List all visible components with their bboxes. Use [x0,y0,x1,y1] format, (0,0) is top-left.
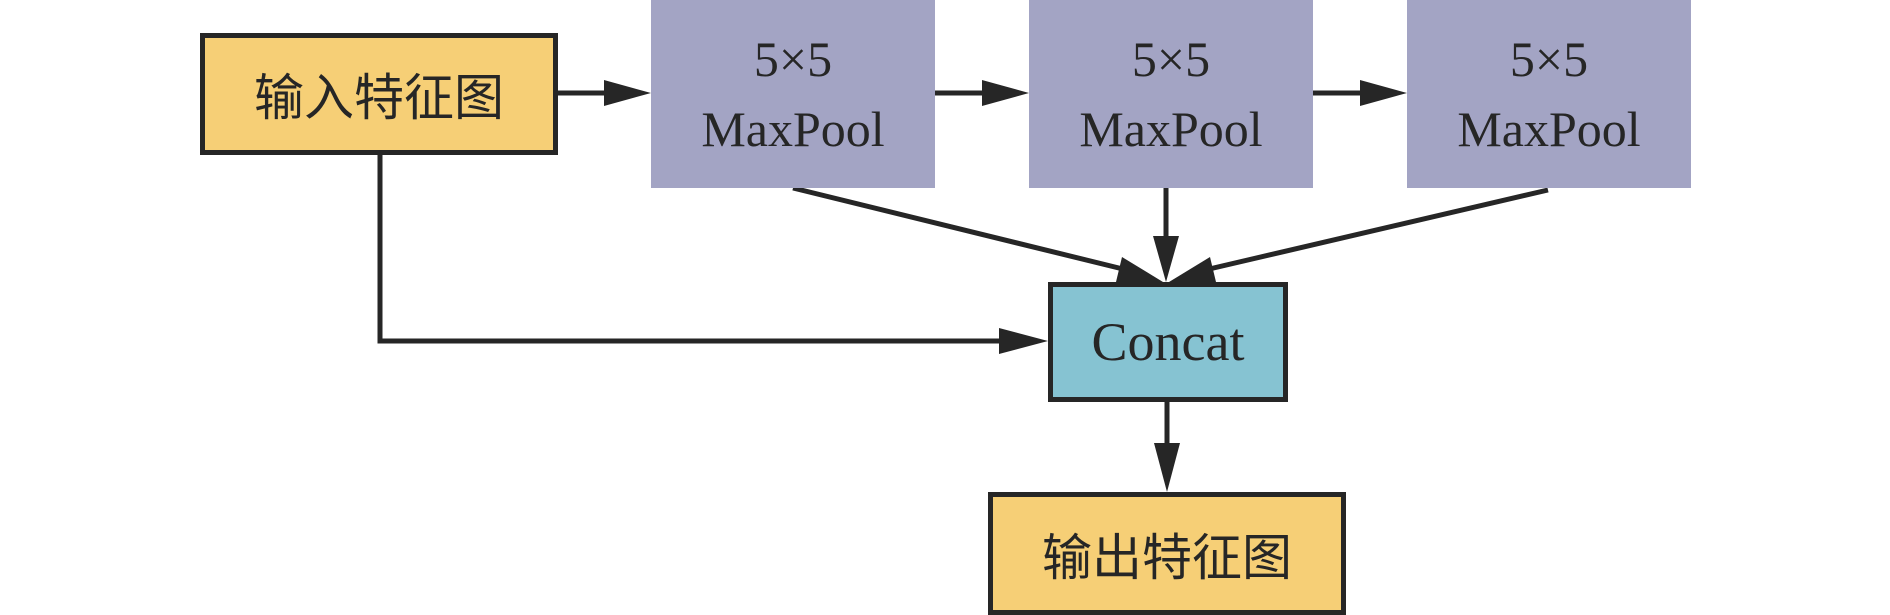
arrowhead-pool2-to-pool3 [1360,80,1407,106]
arrowhead-pool3-to-concat [1169,257,1216,282]
concat-box: Concat [1048,282,1288,402]
output-feature-map-label: 输出特征图 [1042,528,1292,587]
arrowhead-input-to-concat [999,328,1048,354]
arrowhead-pool2-to-concat [1153,236,1179,282]
maxpool-3-size: 5×5 [1509,31,1589,87]
arrowhead-pool1-to-pool2 [982,80,1029,106]
input-feature-map-box: 输入特征图 [200,33,558,155]
arrowhead-pool1-to-concat [1116,257,1163,282]
arrowhead-input-to-pool1 [604,80,651,106]
input-feature-map-label: 输入特征图 [254,69,504,127]
maxpool-1-op: MaxPool [701,101,885,157]
maxpool-box-2: 5×5 MaxPool [1029,0,1313,188]
maxpool-box-1: 5×5 MaxPool [651,0,935,188]
maxpool-1-size: 5×5 [753,31,833,87]
arrow-pool1-to-concat [792,185,1128,273]
arrow-input-to-concat [377,155,1000,344]
maxpool-2-op: MaxPool [1079,101,1263,157]
arrowhead-concat-to-output [1154,443,1180,492]
output-feature-map-box: 输出特征图 [988,492,1346,615]
arrow-pool3-to-concat [1204,187,1549,273]
concat-label: Concat [1091,312,1245,372]
maxpool-3-op: MaxPool [1457,101,1641,157]
maxpool-box-3: 5×5 MaxPool [1407,0,1691,188]
maxpool-2-size: 5×5 [1131,31,1211,87]
